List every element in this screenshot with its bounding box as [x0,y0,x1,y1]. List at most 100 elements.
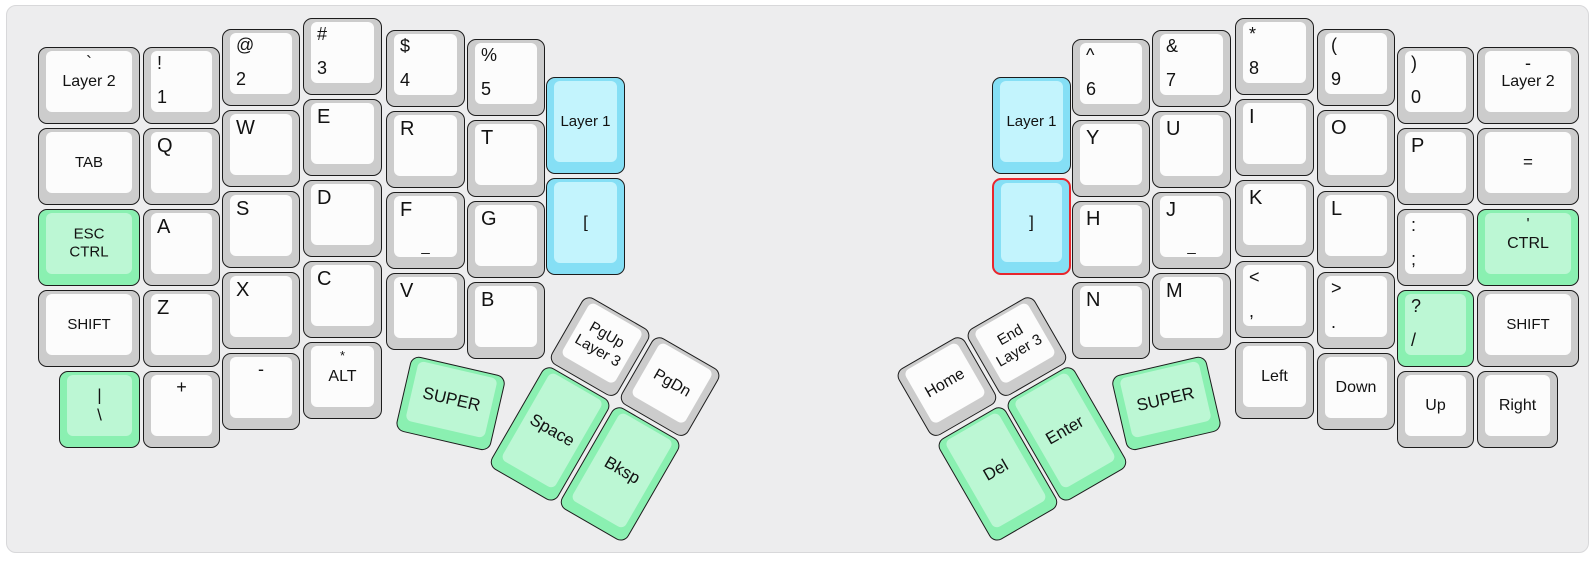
keycap-top: G [475,205,537,266]
key-r[interactable]: R [386,111,465,188]
key-plus[interactable]: + [143,371,220,448]
key-label: ! [157,53,163,73]
key-e[interactable]: E [303,99,382,176]
key-paren-0[interactable]: )0 [1397,47,1474,124]
key-b[interactable]: B [467,282,545,359]
key-rbracket[interactable]: ] [992,178,1071,275]
key-at-2[interactable]: @2 [222,29,300,106]
key-g[interactable]: G [467,201,545,278]
keycap-top: ESC CTRL [46,213,132,274]
key-u[interactable]: U [1152,111,1231,188]
key-m[interactable]: M [1152,273,1231,350]
keycap-top: PgUp Layer 3 [560,301,644,385]
key-colon-semi[interactable]: :; [1397,209,1474,286]
keycap-top: Left [1243,346,1306,407]
key-star-alt[interactable]: *ALT [303,342,382,419]
key-super-right[interactable]: SUPER [1110,355,1223,452]
key-j[interactable]: J_ [1152,192,1231,269]
key-pipe-backslash[interactable]: | \ [59,371,140,448]
key-equals[interactable]: = [1477,128,1579,205]
key-hash-3[interactable]: #3 [303,18,382,95]
key-label: < [1249,267,1260,287]
key-label: 5 [481,79,492,100]
key-caret-6[interactable]: ^6 [1072,39,1150,116]
key-label: X [236,279,250,301]
key-label: D [317,187,332,209]
key-label: 6 [1086,79,1097,100]
key-label: = [1523,152,1533,172]
keycap-top: !1 [151,51,212,112]
keycap-top: I [1243,103,1306,164]
key-i[interactable]: I [1235,99,1314,176]
key-dollar-4[interactable]: $4 [386,30,465,107]
key-shift-left[interactable]: SHIFT [38,290,140,367]
key-label: , [1249,301,1255,322]
key-tab[interactable]: TAB [38,128,140,205]
key-label: V [400,280,414,302]
key-label: S [236,198,250,220]
key-label: C [317,268,332,290]
key-question-slash[interactable]: ?/ [1397,290,1474,367]
keycap-top: L [1325,195,1387,256]
key-arrow-up[interactable]: Up [1397,371,1474,448]
key-label: 4 [400,70,411,91]
key-quote-ctrl[interactable]: 'CTRL [1477,209,1579,286]
key-layer1-left[interactable]: Layer 1 [546,77,625,174]
keycap-top: C [311,265,374,326]
key-x[interactable]: X [222,272,300,349]
key-label: | \ [97,384,102,425]
key-gt-period[interactable]: >. [1317,272,1395,349]
key-z[interactable]: Z [143,290,220,367]
key-amp-7[interactable]: &7 [1152,30,1231,107]
key-label: ESC CTRL [69,225,109,261]
key-d[interactable]: D [303,180,382,257]
key-lt-comma[interactable]: <, [1235,261,1314,338]
key-paren-9[interactable]: (9 [1317,29,1395,106]
key-star-8[interactable]: *8 [1235,18,1314,95]
keycap-top: | \ [67,375,132,436]
key-minus-layer2[interactable]: -Layer 2 [1477,47,1579,124]
key-c[interactable]: C [303,261,382,338]
key-shift-right[interactable]: SHIFT [1477,290,1579,367]
key-label: J [1166,199,1176,221]
key-label: _ [1187,237,1196,255]
key-arrow-left[interactable]: Left [1235,342,1314,419]
key-y[interactable]: Y [1072,120,1150,197]
key-o[interactable]: O [1317,110,1395,187]
key-n[interactable]: N [1072,282,1150,359]
key-lbracket[interactable]: [ [546,178,625,275]
key-label: Z [157,297,170,319]
key-f[interactable]: F_ [386,192,465,269]
key-p[interactable]: P [1397,128,1474,205]
key-minus-left[interactable]: - [222,353,300,430]
key-h[interactable]: H [1072,201,1150,278]
key-k[interactable]: K [1235,180,1314,257]
key-w[interactable]: W [222,110,300,187]
key-layer1-right[interactable]: Layer 1 [992,77,1071,174]
key-label: ; [1411,249,1417,270]
key-s[interactable]: S [222,191,300,268]
keycap-top: F_ [394,196,457,257]
key-label: : [1411,215,1417,235]
key-label: O [1331,117,1347,139]
key-excl-1[interactable]: !1 [143,47,220,124]
key-label: 1 [157,87,168,108]
key-grave-layer2[interactable]: `Layer 2 [38,47,140,124]
key-pct-5[interactable]: %5 [467,39,545,116]
key-label: - [258,359,264,379]
key-t[interactable]: T [467,120,545,197]
key-super-left[interactable]: SUPER [394,355,507,452]
key-a[interactable]: A [143,209,220,286]
key-label: ' [1526,216,1530,233]
key-label: Layer 1 [1006,112,1057,130]
key-l[interactable]: L [1317,191,1395,268]
key-v[interactable]: V [386,273,465,350]
keycap-top: &7 [1160,34,1223,95]
key-arrow-down[interactable]: Down [1317,353,1395,430]
key-label: SHIFT [67,315,111,333]
key-arrow-right[interactable]: Right [1477,371,1558,448]
keycap-top: :; [1405,213,1466,274]
keycap-top: U [1160,115,1223,176]
key-esc-ctrl[interactable]: ESC CTRL [38,209,140,286]
key-q[interactable]: Q [143,128,220,205]
